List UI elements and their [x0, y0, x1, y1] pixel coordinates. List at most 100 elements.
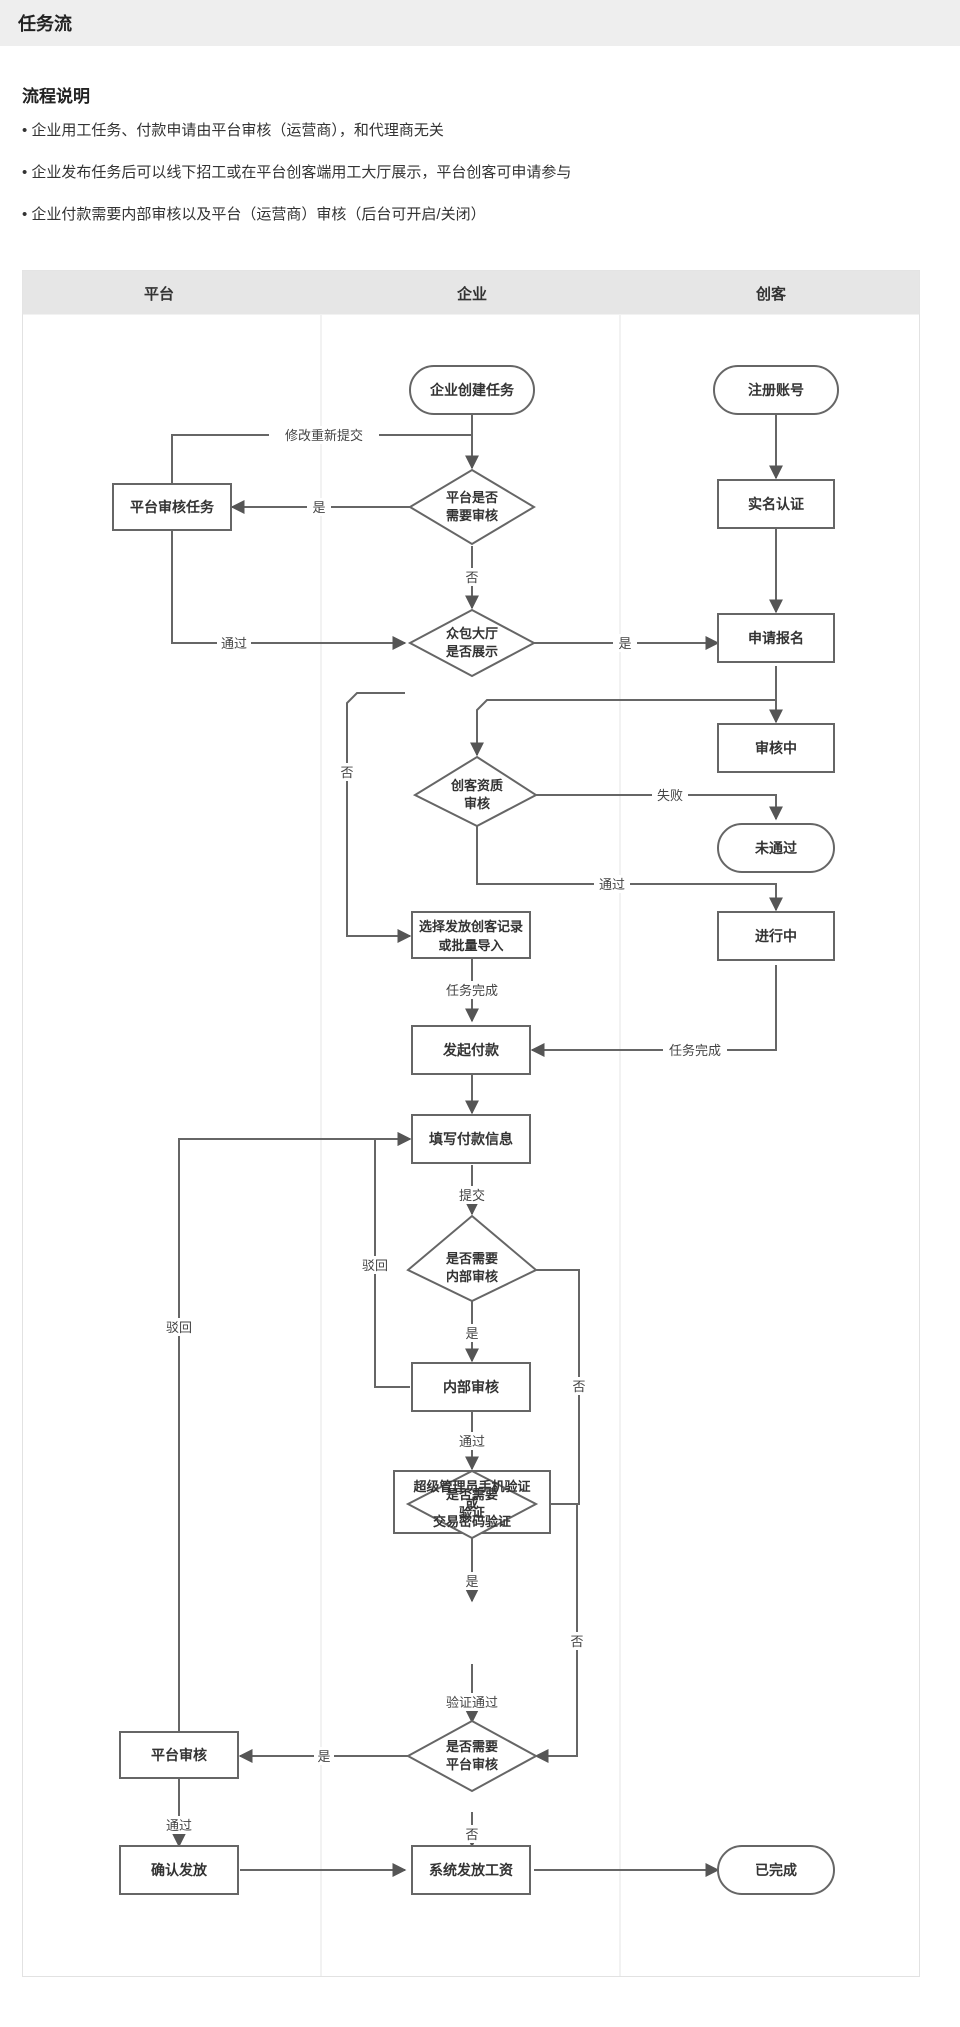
edge-labels: 修改重新提交 是 否 通过 是 否 失败 通过 任务完成 任务完成 提交 驳回 …: [161, 426, 727, 1843]
label-bg: [613, 634, 637, 652]
label-bg: [462, 1572, 482, 1590]
node-platform-review-task: [112, 483, 232, 531]
label-bg: [337, 763, 357, 781]
decision-maker-qual: [412, 755, 538, 828]
lane-title-maker: 创客: [755, 285, 787, 303]
edge-label: 通过: [221, 636, 247, 651]
node-text: 填写付款信息: [429, 1131, 513, 1147]
node-internal-review: [411, 1362, 531, 1412]
node-text: 交易密码验证: [433, 1514, 511, 1529]
node-text: 选择发放创客记录: [419, 919, 523, 934]
edge-label: 否: [465, 570, 478, 585]
edge-label: 通过: [459, 1434, 485, 1449]
node-text: 企业创建任务: [429, 382, 515, 398]
edge: [530, 965, 777, 1057]
edge-label: 否: [572, 1379, 585, 1394]
node-text: 或: [465, 1496, 478, 1511]
edge-label: 是: [465, 1574, 478, 1589]
label-bg: [652, 786, 688, 804]
node-system-pay: [411, 1845, 531, 1895]
label-bg: [663, 1041, 727, 1059]
node-text: 未通过: [755, 840, 797, 856]
node-initiate-payment: [411, 1025, 531, 1075]
node-text: 内部审核: [443, 1379, 499, 1395]
swimlane-header-bar: [22, 270, 920, 315]
node-completed: [717, 1845, 835, 1895]
flow-diagram: 平台 企业 创客 修改重新提交: [22, 270, 920, 1977]
label-bg: [567, 1632, 587, 1650]
node-confirm-issue: [119, 1845, 239, 1895]
node-apply: [717, 613, 835, 663]
node-create-task: [409, 365, 535, 415]
decision-need-verify: [405, 1469, 539, 1540]
node-text: 是否需要: [445, 1487, 498, 1502]
node-reviewing: [717, 723, 835, 773]
edge: [534, 1503, 578, 1763]
node-text: 众包大厅: [446, 626, 498, 641]
explanation-list: 企业用工任务、付款申请由平台审核（运营商），和代理商无关 企业发布任务后可以线下…: [22, 119, 960, 224]
lane-title-platform: 平台: [144, 285, 174, 303]
edge: [346, 692, 412, 943]
label-bg: [307, 498, 331, 516]
label-bg: [440, 981, 504, 999]
edge-label: 是: [465, 1326, 478, 1341]
node-text: 实名认证: [748, 496, 804, 512]
decision-show-in-hall: [407, 608, 537, 678]
node-text: 平台是否: [446, 490, 498, 505]
node-select-record: [411, 911, 531, 959]
label-bg: [357, 1256, 393, 1274]
node-text: 系统发放工资: [429, 1862, 513, 1878]
edge-label: 否: [465, 1827, 478, 1842]
node-fill-payment: [411, 1114, 531, 1164]
page-header: 任务流: [0, 0, 960, 46]
label-bg: [462, 1825, 482, 1843]
label-bg: [594, 875, 630, 893]
label-bg: [569, 1377, 589, 1395]
node-text: 是否需要: [445, 1251, 498, 1266]
label-bg: [454, 1432, 490, 1450]
node-text: 是否需要: [445, 1739, 498, 1754]
edge-label: 通过: [166, 1818, 192, 1833]
edge-label: 是: [312, 500, 325, 515]
section-title: 流程说明: [22, 87, 90, 106]
node-text: 创客资质: [450, 778, 503, 793]
edge-label: 否: [340, 765, 353, 780]
node-not-passed: [717, 823, 835, 873]
node-text: 平台审核: [151, 1747, 207, 1763]
node-in-progress: [717, 911, 835, 961]
edge-label: 任务完成: [669, 1043, 721, 1058]
label-bg: [161, 1318, 197, 1336]
label-bg: [217, 634, 251, 652]
edge-label: 是: [317, 1749, 330, 1764]
label-bg: [314, 1747, 334, 1765]
edge-label: 失败: [657, 788, 683, 803]
node-text: 进行中: [755, 928, 797, 944]
lane-title-enterprise: 企业: [456, 285, 487, 303]
label-bg: [442, 1693, 502, 1711]
flowchart-svg: 平台 企业 创客 修改重新提交: [22, 270, 920, 1977]
node-text: 发起付款: [442, 1042, 500, 1058]
node-text: 平台审核任务: [130, 499, 215, 515]
decision-need-internal: [406, 1214, 538, 1303]
node-text: 已完成: [755, 1862, 797, 1878]
node-text: 验证: [459, 1505, 485, 1520]
node-text: 审核中: [755, 740, 797, 756]
flow-nodes: [112, 365, 839, 1895]
edge: [536, 794, 783, 821]
label-bg: [269, 426, 379, 444]
node-text: 确认发放: [151, 1862, 208, 1878]
edge-label: 任务完成: [446, 983, 498, 998]
node-text: 审核: [464, 796, 490, 811]
edge: [171, 525, 407, 650]
node-text: 是否展示: [445, 644, 498, 659]
node-text: 申请报名: [748, 630, 804, 646]
bullet-item: 企业发布任务后可以线下招工或在平台创客端用工大厅展示，平台创客可申请参与: [22, 161, 960, 182]
edge: [178, 1132, 412, 1739]
edge: [470, 699, 776, 757]
node-platform-review: [119, 1731, 239, 1779]
edge-label: 驳回: [362, 1258, 388, 1273]
bullet-item: 企业用工任务、付款申请由平台审核（运营商），和代理商无关: [22, 119, 960, 140]
edge-label: 否: [570, 1634, 583, 1649]
node-text: 超级管理员手机验证: [413, 1479, 530, 1494]
label-bg: [161, 1816, 197, 1834]
